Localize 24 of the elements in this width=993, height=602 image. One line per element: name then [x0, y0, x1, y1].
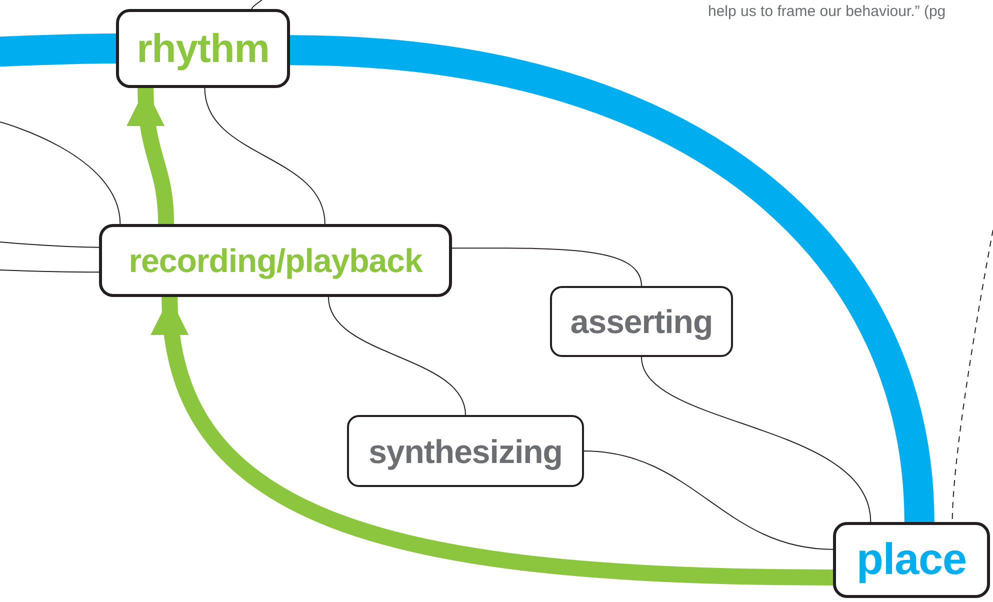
node-label: synthesizing: [368, 434, 562, 468]
quote-text: help us to frame our behaviour.” (pg: [708, 2, 946, 22]
rounded-box: [833, 522, 990, 598]
connector-line: [204, 88, 326, 224]
node-label: asserting: [570, 305, 713, 338]
connector-line: [0, 242, 100, 248]
rounded-box: [550, 286, 733, 357]
node-label: recording/playback: [128, 244, 422, 277]
rounded-box: [99, 224, 452, 297]
thick-connector: [289, 35, 934, 524]
connector-line: [328, 296, 466, 416]
thick-connector: [0, 34, 116, 67]
connector-line: [0, 122, 121, 224]
connector-line: [452, 248, 642, 286]
connector-line: [251, 0, 262, 10]
connector-line: [0, 270, 100, 273]
rounded-box: [116, 9, 290, 88]
thick-arrow: [154, 296, 834, 586]
node-label: place: [856, 538, 966, 582]
thick-arrow: [128, 88, 174, 224]
node-label: rhythm: [136, 28, 270, 68]
connector-line: [641, 356, 872, 522]
connector-line: [584, 450, 834, 550]
rounded-box: [347, 415, 584, 487]
